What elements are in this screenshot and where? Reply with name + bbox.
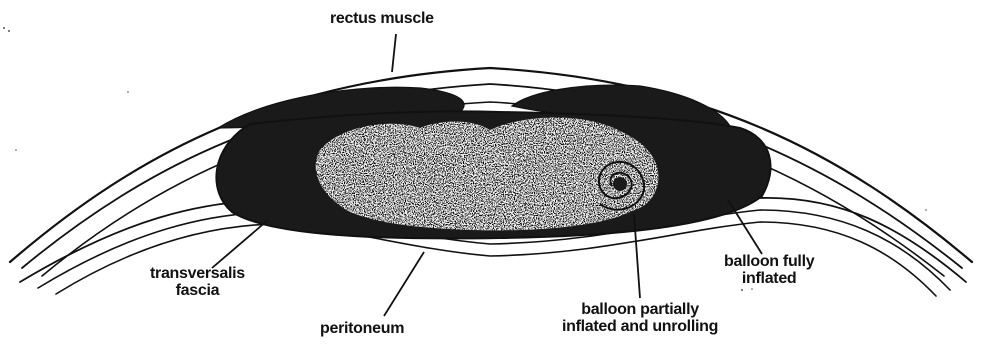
label-peritoneum-text: peritoneum	[320, 320, 404, 337]
speck	[741, 289, 743, 291]
leader-peritoneum	[384, 252, 424, 316]
label-balloon-partial-line2: inflated and unrolling	[562, 318, 718, 335]
label-balloon-full-line1: balloon fully	[724, 253, 814, 270]
label-rectus-muscle-text: rectus muscle	[330, 10, 434, 27]
label-peritoneum: peritoneum	[320, 320, 404, 337]
label-rectus-muscle: rectus muscle	[330, 10, 434, 27]
speck	[3, 27, 5, 29]
speck	[127, 91, 129, 93]
leader-rectus-muscle	[392, 34, 396, 72]
speck	[15, 149, 17, 151]
label-balloon-partial-line1: balloon partially	[562, 301, 718, 318]
label-balloon-partially-inflated: balloon partially inflated and unrolling	[562, 301, 718, 335]
label-balloon-full-line2: inflated	[724, 270, 814, 287]
balloon-partial-speckle	[316, 117, 659, 230]
speck	[751, 288, 753, 290]
speck	[8, 30, 10, 32]
leader-balloon-full	[728, 200, 762, 254]
label-transversalis-fascia: transversalis fascia	[150, 265, 245, 299]
balloon-roll-core	[613, 177, 627, 191]
label-transversalis-line2: fascia	[150, 282, 245, 299]
balloon-partially-inflated	[316, 117, 659, 230]
label-balloon-fully-inflated: balloon fully inflated	[724, 253, 814, 287]
label-transversalis-line1: transversalis	[150, 265, 245, 282]
speck	[925, 209, 927, 211]
